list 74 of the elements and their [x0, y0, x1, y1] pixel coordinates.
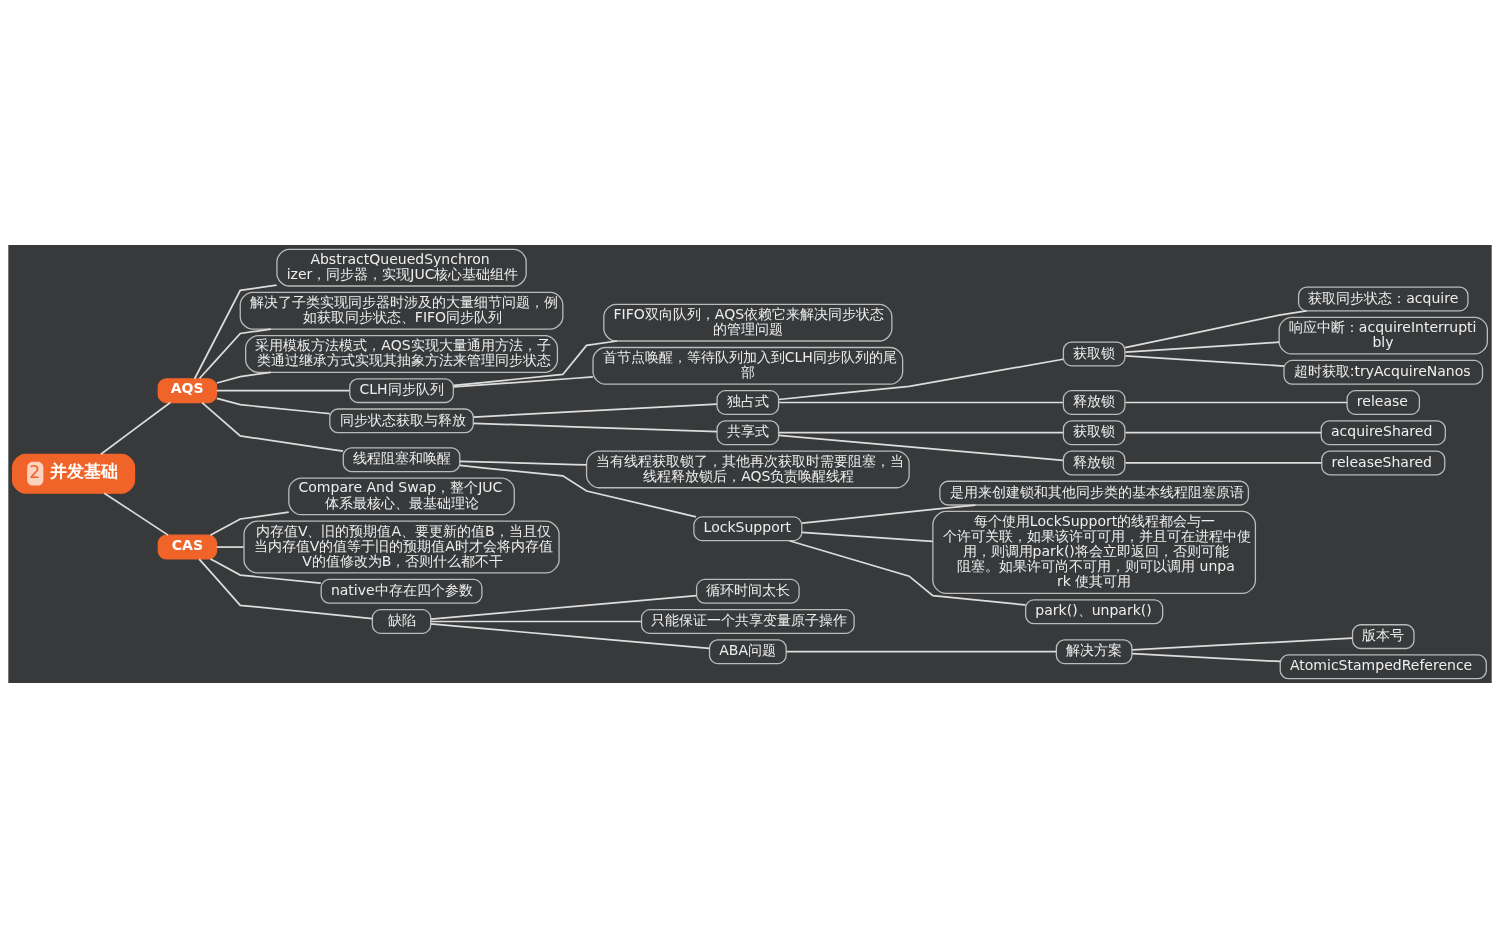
connector — [215, 389, 351, 392]
node-box: 释放锁 — [1062, 390, 1126, 415]
connector — [1124, 309, 1308, 349]
node-box: Compare And Swap，整个JUC体系最核心、最基础理论 — [288, 477, 515, 516]
connector — [215, 546, 245, 548]
connector — [193, 284, 278, 380]
connector — [429, 594, 698, 620]
node-box: 线程阻塞和唤醒 — [342, 447, 461, 473]
node-box: CLH同步队列 — [349, 378, 454, 404]
node-box: 版本号 — [1351, 624, 1415, 650]
connector — [778, 434, 1064, 462]
connector — [778, 431, 1064, 434]
node-box: 独占式 — [716, 390, 780, 415]
node-box: 获取同步状态：acquire — [1297, 286, 1469, 312]
connector — [1124, 341, 1281, 353]
node-box: 响应中断：acquireInterruptibly — [1278, 316, 1488, 355]
connector — [472, 403, 718, 418]
connector — [1124, 401, 1348, 404]
node-box: 释放锁 — [1062, 450, 1126, 476]
connector — [1124, 355, 1285, 367]
node-box: 只能保证一个共享变量原子操作 — [640, 609, 855, 634]
node-box: 缺陷 — [371, 609, 432, 634]
connector — [215, 397, 331, 415]
connector — [788, 539, 1027, 606]
connector — [1131, 652, 1281, 663]
node-box: 解决方案 — [1055, 639, 1133, 665]
node-box: 是用来创建锁和其他同步类的基本线程阻塞原语 — [939, 480, 1250, 506]
connector — [1124, 431, 1323, 434]
node-box: park()、unpark() — [1025, 599, 1164, 625]
node-box: 采用模板方法模式，AQS实现大量通用方法，子类通过继承方式实现其抽象方法来管理同步状态 — [245, 334, 559, 373]
node-box: ABA问题 — [708, 639, 787, 665]
connector — [1124, 462, 1323, 464]
connector — [785, 650, 1057, 653]
node-box: AbstractQueuedSynchronizer，同步器，实现JUC核心基础组件 — [276, 248, 527, 287]
connector — [452, 340, 618, 387]
node-box: release — [1346, 390, 1421, 415]
node-box: 当有线程获取锁了，其他再次获取时需要阻塞，当线程释放锁后，AQS负责唤醒线程 — [585, 450, 910, 489]
connector — [459, 464, 697, 518]
node-box: 获取锁 — [1062, 420, 1126, 446]
connector — [209, 558, 322, 585]
node-box: 内存值V、旧的预期值A、要更新的值B，当且仅当内存值V的值等于旧的预期值A时才会将内存值V的值修改为B，否则什么都不干 — [243, 520, 560, 574]
node-box: 循环时间太长 — [695, 578, 800, 604]
connector — [452, 376, 594, 388]
node-box: 共享式 — [716, 420, 780, 446]
node-box: 超时获取:tryAcquireNanos — [1283, 359, 1484, 385]
node-box: 解决了子类实现同步器时涉及的大量细节问题，例如获取同步状态、FIFO同步队列 — [239, 291, 564, 330]
connector — [99, 401, 172, 456]
node-box: 同步状态获取与释放 — [329, 408, 474, 434]
node-box: acquireShared — [1320, 420, 1446, 446]
connector — [201, 401, 344, 453]
node-box: LockSupport — [693, 516, 803, 542]
connector — [458, 460, 588, 466]
node-box: native中存在四个参数 — [320, 578, 483, 604]
node-box: CAS — [157, 534, 218, 560]
node-box: FIFO双向队列，AQS依赖它来解决同步状态的管理问题 — [603, 303, 893, 342]
node-box: 首节点唤醒，等待队列加入到CLH同步队列的尾部 — [592, 346, 904, 385]
connector — [472, 422, 718, 433]
connector — [777, 358, 1064, 401]
connector — [429, 620, 643, 623]
node-box: 2 并发基础 — [12, 453, 136, 494]
node-box: 获取锁 — [1062, 341, 1126, 367]
node-box: releaseShared — [1321, 450, 1446, 476]
connector — [198, 558, 374, 620]
connector — [429, 623, 711, 650]
connector — [215, 371, 272, 384]
connector — [1131, 637, 1354, 651]
node-box: AtomicStampedReference — [1279, 654, 1487, 680]
connector — [801, 504, 977, 524]
connector — [103, 492, 169, 536]
node-box: AQS — [157, 378, 218, 404]
connector — [801, 531, 934, 543]
connector — [778, 401, 1064, 404]
connector — [209, 511, 290, 537]
node-box: 每个使用LockSupport的线程都会与一个许可关联，如果该许可可用，并且可在进程中使用，则调用park()将会立即返回，否则可能阻塞。如果许可尚不可用，则可以调用 unpark 使其可用 — [932, 510, 1257, 595]
